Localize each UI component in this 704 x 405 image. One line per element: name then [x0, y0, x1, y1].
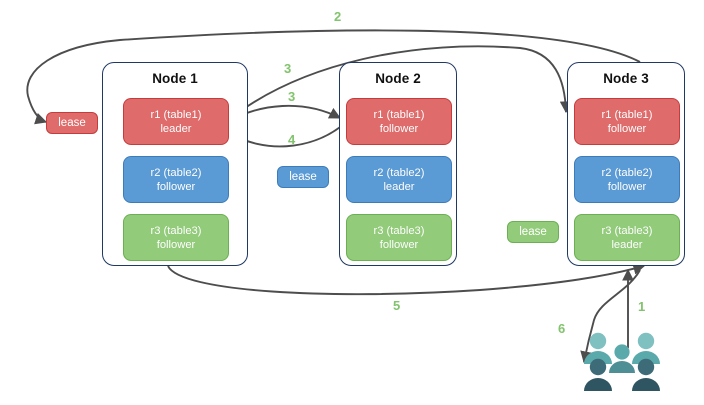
replica-role: follower	[156, 180, 196, 193]
step-label-5: 5	[393, 298, 401, 313]
node-container-2[interactable]: Node 2 r1 (table1) follower r2 (table2) …	[339, 62, 457, 266]
node-title-2: Node 2	[375, 71, 421, 86]
clients-people-icon	[584, 332, 660, 391]
replica-name: r3 (table3)	[150, 224, 202, 237]
node-title-3: Node 3	[603, 71, 649, 86]
replica-role: follower	[379, 122, 419, 135]
replica-box-node1-r2[interactable]: r2 (table2) follower	[123, 156, 229, 203]
replica-role: leader	[611, 238, 643, 251]
replica-box-node3-r2[interactable]: r2 (table2) follower	[574, 156, 680, 203]
step-label-4: 4	[288, 132, 296, 147]
lease-chip-table1[interactable]: lease	[46, 112, 98, 134]
replica-box-node1-r3[interactable]: r3 (table3) follower	[123, 214, 229, 261]
lease-chip-table2[interactable]: lease	[277, 166, 329, 188]
lease-label: lease	[58, 117, 86, 129]
replica-name: r2 (table2)	[373, 166, 425, 179]
lease-label: lease	[289, 171, 317, 183]
replica-role: leader	[383, 180, 415, 193]
replica-box-node3-r3[interactable]: r3 (table3) leader	[574, 214, 680, 261]
step-label-1: 1	[638, 299, 646, 314]
replica-role: follower	[607, 180, 647, 193]
replica-role: follower	[379, 238, 419, 251]
replica-name: r3 (table3)	[373, 224, 425, 237]
replica-name: r1 (table1)	[373, 108, 425, 121]
replica-name: r1 (table1)	[150, 108, 202, 121]
edge-step-5	[167, 263, 646, 296]
node-container-3[interactable]: Node 3 r1 (table1) follower r2 (table2) …	[567, 62, 685, 266]
replica-name: r1 (table1)	[601, 108, 653, 121]
replica-name: r2 (table2)	[601, 166, 653, 179]
replica-box-node1-r1[interactable]: r1 (table1) leader	[123, 98, 229, 145]
lease-label: lease	[519, 226, 547, 238]
node-title-1: Node 1	[152, 71, 198, 86]
replica-name: r2 (table2)	[150, 166, 202, 179]
replica-role: leader	[160, 122, 192, 135]
replica-box-node2-r1[interactable]: r1 (table1) follower	[346, 98, 452, 145]
replica-role: follower	[156, 238, 196, 251]
step-label-3-lower: 3	[288, 89, 296, 104]
step-label-2: 2	[334, 9, 342, 24]
replica-name: r3 (table3)	[601, 224, 653, 237]
replica-role: follower	[607, 122, 647, 135]
step-label-3-upper: 3	[284, 61, 292, 76]
node-container-1[interactable]: Node 1 r1 (table1) leader r2 (table2) fo…	[102, 62, 248, 266]
lease-chip-table3[interactable]: lease	[507, 221, 559, 243]
replica-box-node2-r2[interactable]: r2 (table2) leader	[346, 156, 452, 203]
replica-box-node2-r3[interactable]: r3 (table3) follower	[346, 214, 452, 261]
replica-box-node3-r1[interactable]: r1 (table1) follower	[574, 98, 680, 145]
step-label-6: 6	[558, 321, 566, 336]
